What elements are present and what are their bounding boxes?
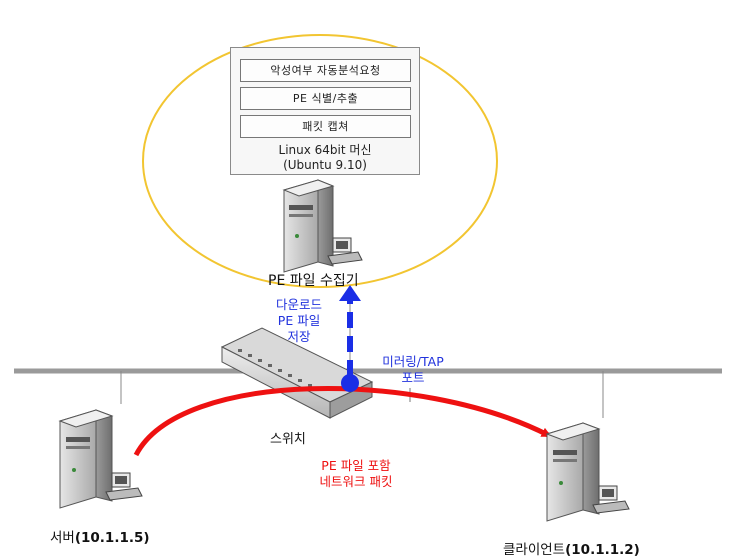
mirror-port-note: 미러링/TAP 포트: [370, 354, 456, 386]
mirror-note-line1: 미러링/TAP: [382, 354, 444, 369]
download-note-line3: 저장: [287, 329, 311, 344]
packet-note: PE 파일 포함 네트워크 패킷: [296, 458, 416, 490]
packet-note-line1: PE 파일 포함: [321, 458, 391, 473]
client-computer-icon: [545, 422, 630, 522]
download-arrow-head: [339, 285, 361, 301]
server-name: 서버: [50, 530, 75, 546]
server-ip: (10.1.1.5): [74, 530, 150, 546]
machine-version-label: (Ubuntu 9.10): [283, 158, 367, 172]
server-label: 서버(10.1.1.5): [50, 526, 150, 546]
switch-label: 스위치: [270, 432, 306, 447]
mirror-note-line2: 포트: [401, 370, 425, 385]
stack-layer-pe-extract: PE 식별/추출: [240, 87, 411, 110]
collector-computer-icon: [282, 179, 363, 273]
packet-flow-arrow: [133, 386, 552, 457]
switch-device: [220, 327, 374, 419]
packet-note-line2: 네트워크 패킷: [319, 474, 393, 489]
stack-layer-analysis: 악성여부 자동분석요청: [240, 59, 411, 82]
mirror-tap-point: [341, 374, 359, 392]
client-name: 클라이언트: [503, 542, 566, 558]
machine-os-label: Linux 64bit 머신: [278, 143, 372, 157]
stack-layer-capture: 패킷 캡쳐: [240, 115, 411, 138]
collector-label: PE 파일 수집기: [268, 273, 359, 289]
client-label: 클라이언트(10.1.1.2): [503, 538, 640, 558]
client-ip: (10.1.1.2): [565, 542, 640, 558]
collector-zone-ellipse: [142, 34, 498, 288]
download-note-line1: 다운로드: [275, 297, 322, 312]
download-note-line2: PE 파일: [277, 313, 321, 328]
download-note: 다운로드 PE 파일 저장: [264, 297, 334, 345]
server-computer-icon: [58, 409, 143, 509]
